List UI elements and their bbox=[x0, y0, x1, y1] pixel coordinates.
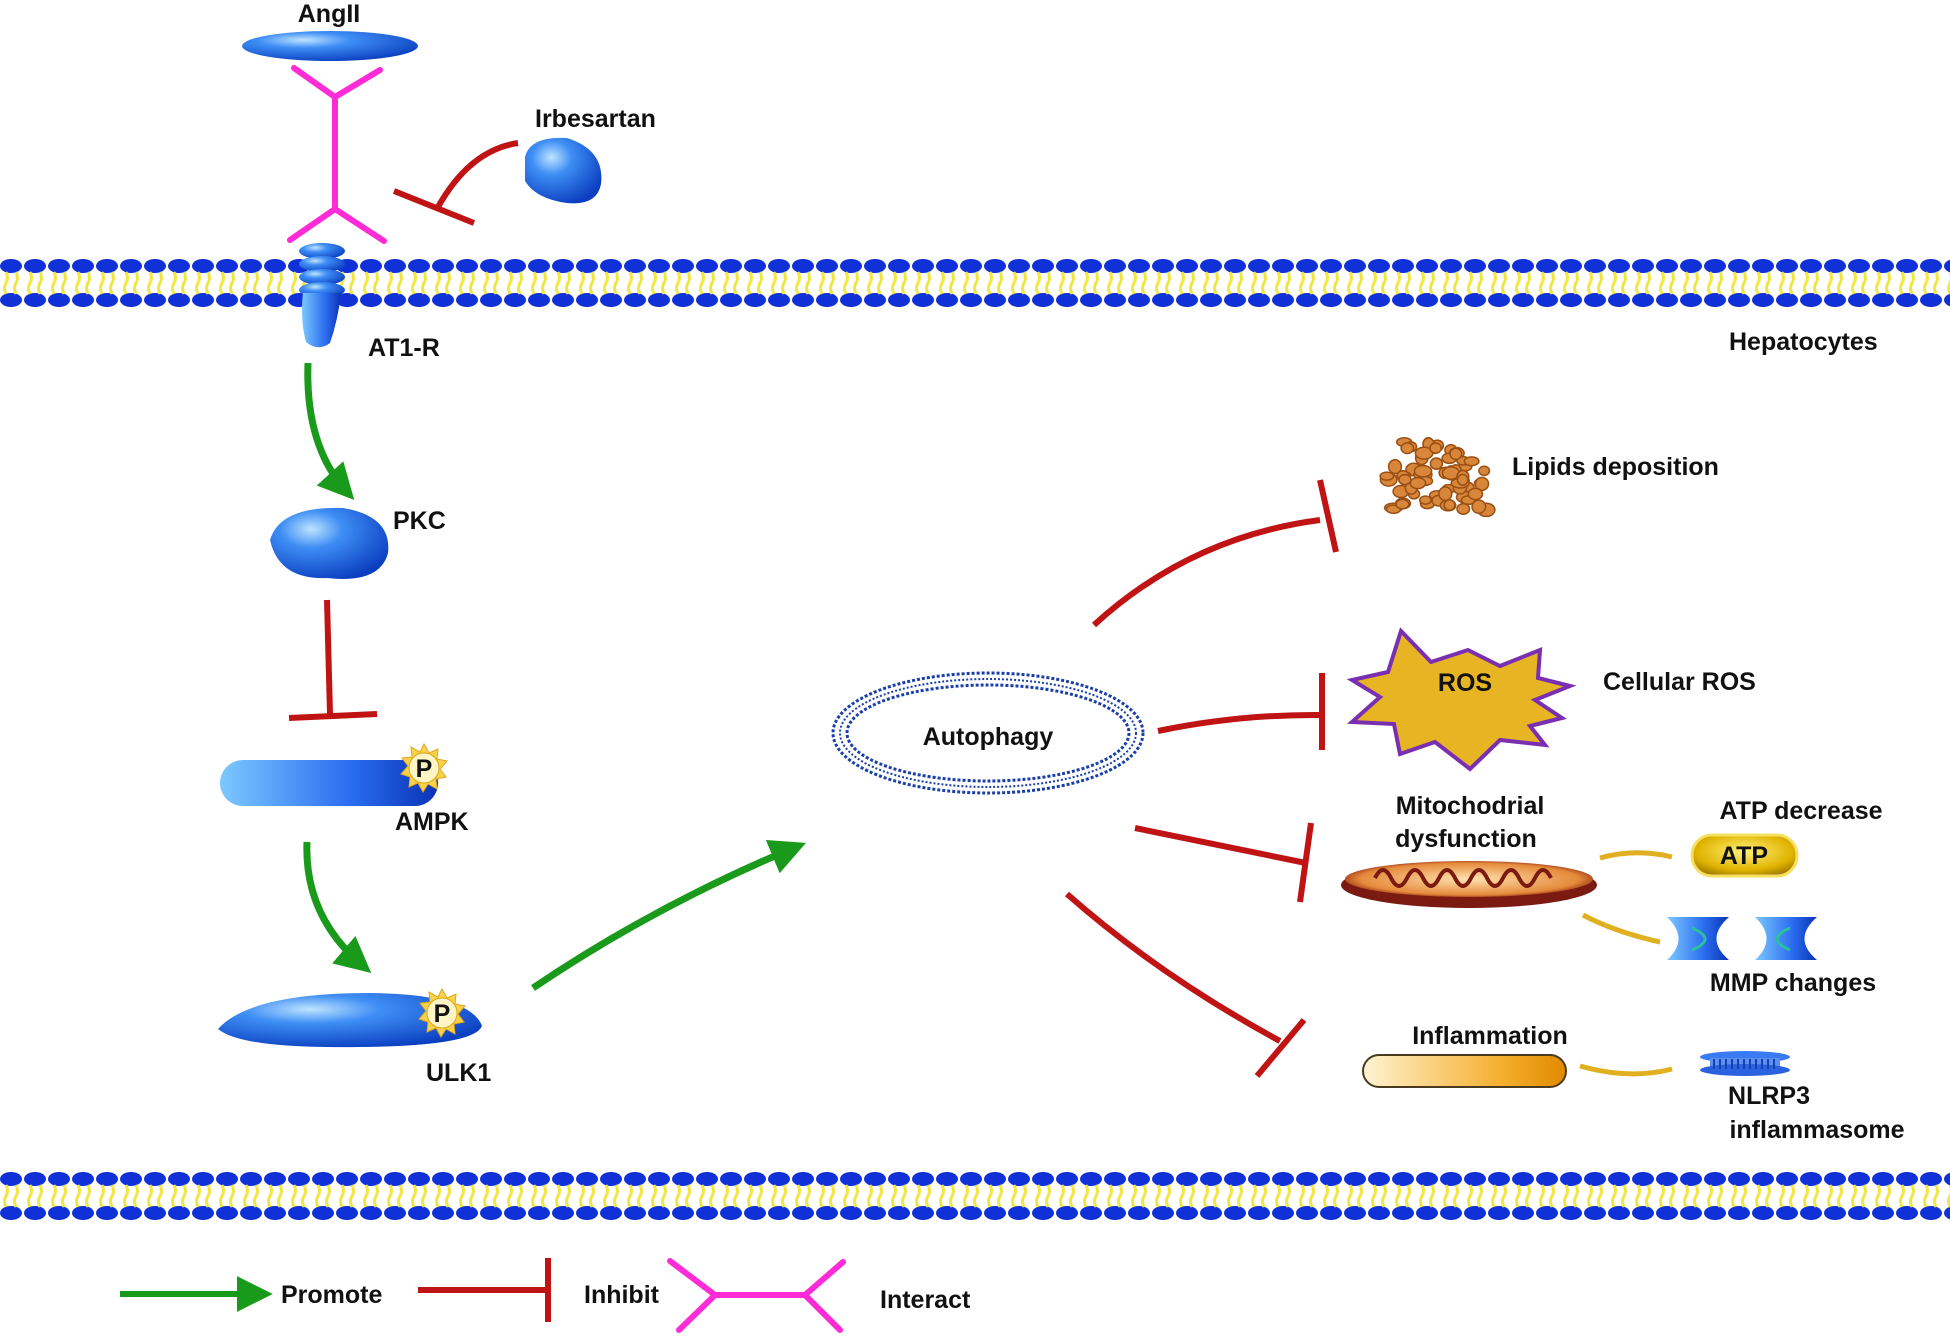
ulk1-phospho-label: P bbox=[434, 1000, 451, 1028]
nlrp3-label-line2: inflammasome bbox=[1729, 1116, 1904, 1144]
ulk1-blob bbox=[218, 993, 482, 1048]
ampk-rod bbox=[220, 760, 438, 806]
link-inflammation-nlrp3 bbox=[1579, 1063, 1673, 1077]
legend-promote-label: Promote bbox=[281, 1281, 383, 1309]
promote-ulk1-autophagy-arrow bbox=[531, 840, 806, 991]
inhibit-autophagy-lipids-arrow bbox=[1091, 479, 1339, 628]
autophagy-label: Autophagy bbox=[923, 723, 1054, 751]
top-membrane-icon bbox=[0, 257, 1950, 309]
atp-pill-label: ATP bbox=[1720, 842, 1768, 870]
inflammation-rod bbox=[1362, 1054, 1567, 1088]
at1r-receptor bbox=[299, 243, 345, 348]
angII-ligand bbox=[242, 31, 418, 61]
interact-receptor-icon bbox=[287, 65, 387, 244]
inhibit-autophagy-inflammation-arrow bbox=[1065, 891, 1307, 1078]
legend: Promote Inhibit Interact bbox=[120, 1258, 971, 1333]
mmp-label: MMP changes bbox=[1710, 969, 1876, 997]
legend-inhibit-label: Inhibit bbox=[584, 1281, 660, 1309]
lipid-droplet-icon bbox=[1379, 436, 1496, 518]
mito-label-line1: Mitochodrial bbox=[1396, 792, 1545, 820]
nlrp3-icon bbox=[1700, 1051, 1790, 1076]
nlrp3-label-line1: NLRP3 bbox=[1728, 1082, 1810, 1110]
ampk-label: AMPK bbox=[395, 808, 469, 836]
lipids-label: Lipids deposition bbox=[1512, 453, 1719, 481]
legend-interact-icon bbox=[667, 1258, 846, 1333]
angII-label: AngII bbox=[298, 0, 361, 28]
bottom-membrane-icon bbox=[0, 1170, 1950, 1222]
inhibit-pkc-ampk-arrow bbox=[288, 599, 378, 721]
autophagosome-icon bbox=[831, 671, 1145, 795]
at1r-label: AT1-R bbox=[368, 334, 440, 362]
mmp-channel-icon bbox=[1667, 917, 1817, 960]
legend-inhibit-arrow bbox=[418, 1258, 551, 1322]
ulk1-label: ULK1 bbox=[426, 1059, 491, 1087]
link-mito-atp bbox=[1599, 850, 1673, 861]
link-mito-mmp bbox=[1581, 912, 1661, 945]
promote-at1r-pkc-arrow bbox=[304, 362, 355, 500]
pkc-label: PKC bbox=[393, 507, 446, 535]
pkc-blob bbox=[270, 507, 389, 579]
mito-label-line2: dysfunction bbox=[1395, 825, 1537, 853]
legend-interact-label: Interact bbox=[880, 1286, 971, 1314]
inhibit-irbesartan-arrow bbox=[392, 140, 519, 226]
inhibit-autophagy-mito-arrow bbox=[1134, 822, 1314, 903]
inflammation-label: Inflammation bbox=[1412, 1022, 1568, 1050]
hepatocytes-label: Hepatocytes bbox=[1729, 328, 1878, 356]
promote-ampk-ulk1-arrow bbox=[303, 841, 372, 973]
cellular-ros-label: Cellular ROS bbox=[1603, 668, 1756, 696]
atp-pill-icon bbox=[1690, 833, 1799, 878]
ros-star-icon bbox=[1346, 627, 1577, 772]
inhibit-autophagy-ros-arrow bbox=[1157, 673, 1325, 750]
irbesartan-blob bbox=[525, 137, 602, 204]
ampk-phospho-label: P bbox=[416, 755, 433, 783]
mitochondrion-icon bbox=[1341, 861, 1597, 908]
irbesartan-label: Irbesartan bbox=[535, 105, 656, 133]
atp-decrease-label: ATP decrease bbox=[1719, 797, 1882, 825]
ros-star-label: ROS bbox=[1438, 669, 1492, 697]
